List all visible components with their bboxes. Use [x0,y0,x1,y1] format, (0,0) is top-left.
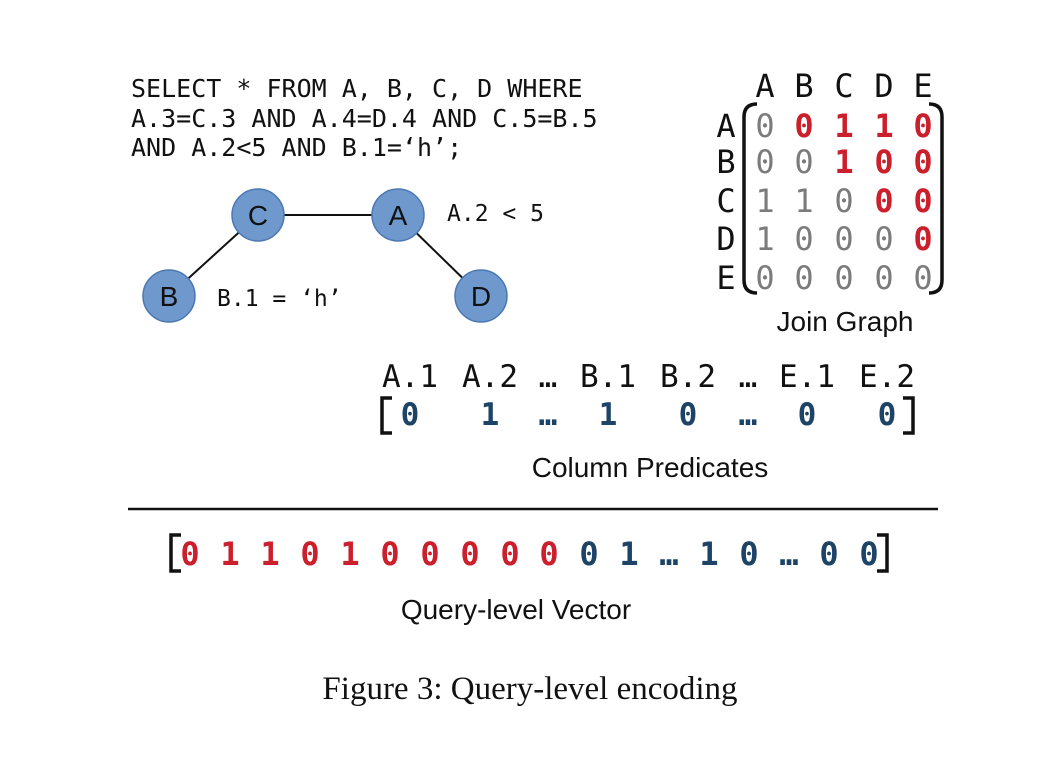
matrix-row-label: A [716,107,735,145]
matrix-cell: 1 [794,182,813,220]
colpred-header: B.2 [660,359,716,395]
node-label-c: C [248,200,268,231]
matrix-cell: 0 [874,182,893,220]
matrix-cell: 0 [874,259,893,297]
qvec-join-value: 1 [340,535,359,573]
matrix-cell: 1 [834,107,853,145]
colpred-left-bracket [380,396,392,435]
colpred-header: … [739,359,758,395]
matrix-cell: 0 [913,182,932,220]
colpred-header: A.1 [382,359,438,395]
colpred-value: 0 [401,397,420,433]
qvec-join-value: 0 [539,535,558,573]
colpred-header: … [539,359,558,395]
predicate-label-a: A.2 < 5 [447,201,544,227]
matrix-cell: 0 [913,143,932,181]
matrix-cell: 0 [913,259,932,297]
node-label-b: B [160,281,179,312]
matrix-cell: 0 [874,220,893,258]
matrix-right-bracket [928,102,944,295]
matrix-cell: 1 [834,143,853,181]
matrix-cell: 1 [755,220,774,258]
matrix-cell: 0 [874,143,893,181]
matrix-cell: 0 [794,259,813,297]
sql-line-2: A.3=C.3 AND A.4=D.4 AND C.5=B.5 [131,104,598,133]
qvec-predicate-value: 0 [739,535,758,573]
matrix-cell: 0 [834,182,853,220]
colpred-header: B.1 [580,359,636,395]
join-graph-caption: Join Graph [777,306,914,337]
qvec-predicate-value: 1 [619,535,638,573]
matrix-col-label: B [794,67,813,105]
matrix-row-label: C [716,182,735,220]
matrix-cell: 0 [755,107,774,145]
matrix-row-label: D [716,220,735,258]
column-predicates-caption: Column Predicates [532,452,769,483]
node-b [142,269,196,323]
qvec-left-bracket [169,533,181,573]
qvec-join-value: 1 [260,535,279,573]
matrix-cell: 0 [834,220,853,258]
qvec-predicate-value: 0 [819,535,838,573]
predicate-label-b: B.1 = ‘h’ [217,286,342,312]
query-graph: C A B D A.2 < 5 B.1 = ‘h’ [142,188,544,323]
qvec-predicate-value: … [659,535,678,573]
node-d [454,269,508,323]
qvec-join-value: 0 [300,535,319,573]
sql-query: SELECT * FROM A, B, C, D WHERE A.3=C.3 A… [131,74,598,162]
matrix-col-label: C [834,67,853,105]
qvec-join-value: 0 [180,535,199,573]
query-vector-caption: Query-level Vector [401,594,631,625]
matrix-col-label: E [913,67,932,105]
qvec-join-value: 1 [220,535,239,573]
matrix-cell: 1 [874,107,893,145]
matrix-cell: 0 [794,143,813,181]
matrix-cell: 1 [755,182,774,220]
qvec-predicate-value: 1 [699,535,718,573]
node-c [231,188,285,242]
colpred-value: … [739,397,758,433]
qvec-predicate-value: … [779,535,798,573]
colpred-value: 1 [599,397,618,433]
qvec-join-value: 0 [420,535,439,573]
matrix-cell: 0 [794,107,813,145]
matrix-col-label: A [755,67,774,105]
matrix-cell: 0 [834,259,853,297]
qvec-right-bracket [877,533,889,573]
matrix-row-label: B [716,143,735,181]
qvec-predicate-value: 0 [859,535,878,573]
node-label-d: D [471,281,491,312]
matrix-col-label: D [874,67,893,105]
colpred-header: E.2 [859,359,915,395]
colpred-header: A.2 [462,359,518,395]
sql-line-1: SELECT * FROM A, B, C, D WHERE [131,74,583,103]
colpred-header: E.1 [779,359,835,395]
sql-line-3: AND A.2<5 AND B.1=‘h’; [131,133,462,162]
matrix-left-bracket [742,102,758,295]
matrix-row-label: E [716,259,735,297]
matrix-cell: 0 [794,220,813,258]
colpred-right-bracket [903,396,915,435]
matrix-cell: 0 [755,143,774,181]
matrix-cell: 0 [913,220,932,258]
qvec-join-value: 0 [460,535,479,573]
colpred-value: 1 [481,397,500,433]
colpred-value: 0 [798,397,817,433]
matrix-cell: 0 [755,259,774,297]
colpred-value: 0 [878,397,897,433]
qvec-predicate-value: 0 [579,535,598,573]
qvec-join-value: 0 [380,535,399,573]
colpred-value: … [539,397,558,433]
matrix-cell: 0 [913,107,932,145]
figure-caption: Figure 3: Query-level encoding [322,671,737,707]
colpred-value: 0 [679,397,698,433]
node-label-a: A [389,200,408,231]
node-a [371,188,425,242]
qvec-join-value: 0 [500,535,519,573]
